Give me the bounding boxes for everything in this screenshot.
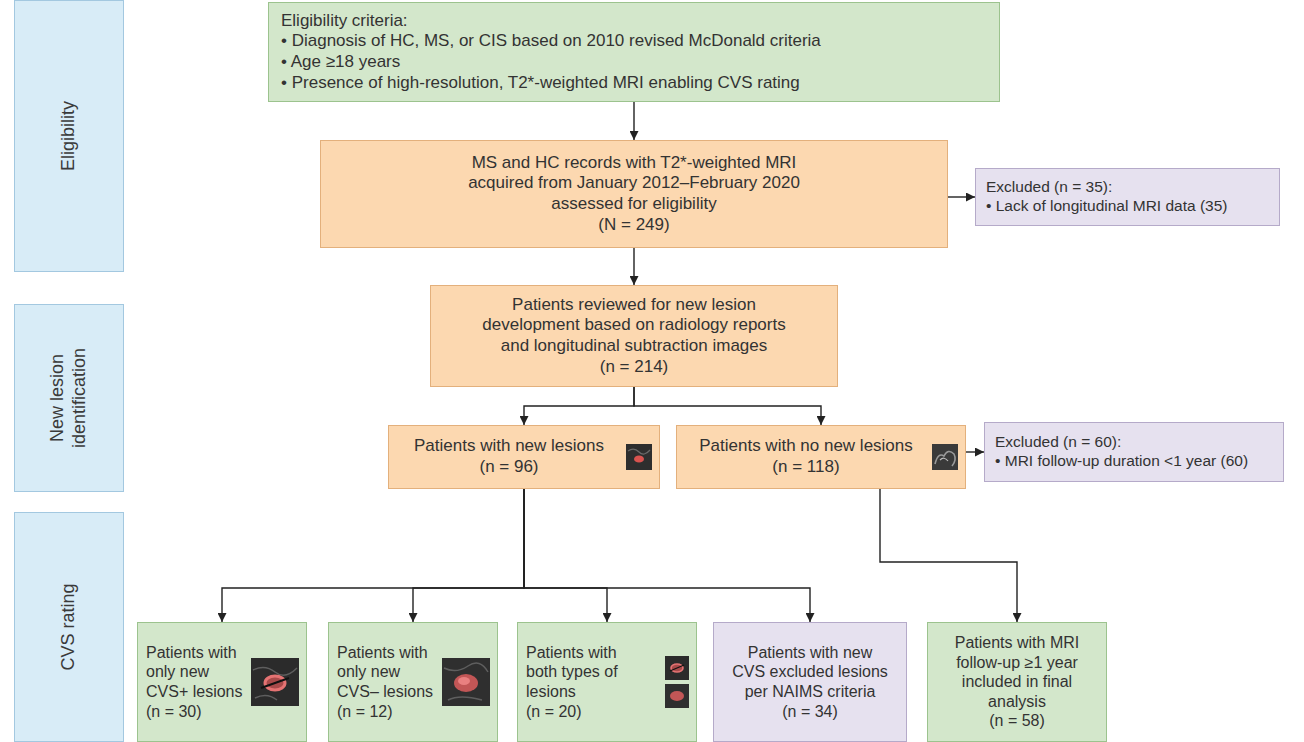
box-text: Patients with only new CVS– lesions — [337, 643, 439, 702]
mri-lesion — [454, 674, 478, 692]
box-text: MS and HC records with T2*-weighted MRI … — [444, 153, 824, 215]
box-subtext: (n = 12) — [337, 702, 439, 722]
mri-ground — [626, 444, 652, 470]
box-subtext: (n = 20) — [526, 702, 652, 722]
box-subtext: • Lack of longitudinal MRI data (35) — [986, 197, 1269, 216]
stage-label: New lesion identification — [47, 316, 91, 480]
box-subtext: (n = 96) — [399, 457, 619, 478]
mri-ground — [665, 656, 689, 680]
box-text: Patients with only new CVS+ lesions — [146, 643, 248, 702]
outcome-box: Patients with only new CVS– lesions(n = … — [328, 622, 498, 742]
stage-label-holder: New lesion identification — [47, 316, 91, 480]
mri-thumbnail — [932, 444, 958, 470]
central-vein — [670, 665, 684, 671]
box-text: Patients with both types of lesions — [526, 643, 652, 702]
stage-label-holder: Eligibility — [58, 12, 80, 260]
connector-arrow — [633, 102, 634, 140]
connector-arrow — [524, 387, 634, 425]
box-subtext: • Presence of high-resolution, T2*-weigh… — [281, 73, 989, 94]
exclusion-box: Excluded (n = 60):• MRI follow-up durati… — [984, 422, 1284, 482]
mri-texture — [628, 449, 650, 454]
mri-texture — [253, 667, 297, 700]
box-text: Patients with new CVS excluded lesions p… — [730, 643, 890, 702]
mri-ground — [442, 658, 490, 706]
connector-arrow — [222, 489, 524, 622]
criteria-box: Eligibility criteria:• Diagnosis of HC, … — [268, 2, 1000, 102]
connector-arrow — [880, 489, 1017, 622]
mri-texture — [935, 451, 955, 466]
box-text: Excluded (n = 60): — [995, 433, 1273, 452]
mri-thumbnail — [251, 658, 299, 706]
mri-thumbnail — [442, 658, 490, 706]
mri-thumbnail-pair — [665, 656, 689, 708]
connector-arrow — [413, 489, 524, 622]
box-text: Patients with MRI follow-up ≥1 year incl… — [942, 633, 1092, 711]
exclusion-box: Excluded (n = 35):• Lack of longitudinal… — [975, 168, 1280, 226]
box-subtext: (n = 58) — [989, 711, 1045, 731]
stage-band: CVS rating — [14, 512, 124, 742]
box-subtext: (n = 34) — [782, 702, 838, 722]
mri-lesion — [634, 455, 644, 462]
connector-arrow — [524, 489, 607, 622]
box-subtext: • Diagnosis of HC, MS, or CIS based on 2… — [281, 31, 989, 52]
box-subtext: • MRI follow-up duration <1 year (60) — [995, 452, 1273, 471]
stage-band: Eligibility — [14, 0, 124, 272]
mri-ground — [251, 658, 299, 706]
connector-arrow — [524, 489, 810, 622]
box-subtext: • Age ≥18 years — [281, 52, 989, 73]
process-box: Patients with no new lesions(n = 118) — [676, 425, 966, 489]
mri-thumbnail — [626, 444, 652, 470]
outcome-box: Patients with only new CVS+ lesions(n = … — [137, 622, 307, 742]
mri-lesion — [671, 664, 683, 672]
box-text: Patients reviewed for new lesion develop… — [469, 295, 799, 357]
stage-label: CVS rating — [58, 524, 80, 730]
box-subtext: (n = 214) — [600, 357, 669, 378]
process-box: Patients reviewed for new lesion develop… — [430, 285, 838, 387]
box-text: Patients with no new lesions — [687, 436, 925, 457]
mri-texture — [444, 663, 488, 700]
mri-texture — [940, 458, 948, 461]
connector-arrow — [633, 248, 634, 285]
box-subtext: (N = 249) — [598, 215, 669, 236]
outcome-box: Patients with MRI follow-up ≥1 year incl… — [927, 622, 1107, 742]
box-text: Patients with new lesions — [399, 436, 619, 457]
mri-ground — [932, 444, 958, 470]
stage-label-holder: CVS rating — [58, 524, 80, 730]
connector-arrow — [948, 196, 975, 197]
box-subtext: (n = 118) — [687, 457, 925, 478]
exclusion-box: Patients with new CVS excluded lesions p… — [713, 622, 907, 742]
process-box: Patients with new lesions(n = 96) — [388, 425, 660, 489]
mri-lesion — [670, 691, 684, 701]
box-text: Excluded (n = 35): — [986, 178, 1269, 197]
outcome-box: Patients with both types of lesions(n = … — [517, 622, 697, 742]
box-subtext: (n = 30) — [146, 702, 248, 722]
mri-ground — [665, 684, 689, 708]
stage-band: New lesion identification — [14, 304, 124, 492]
box-text: Eligibility criteria: — [281, 11, 989, 32]
central-vein — [261, 678, 289, 688]
mri-lesion-core — [458, 677, 470, 685]
connector-arrow — [966, 451, 984, 452]
connector-arrow — [634, 387, 821, 425]
process-box: MS and HC records with T2*-weighted MRI … — [320, 140, 948, 248]
stage-label: Eligibility — [58, 12, 80, 260]
